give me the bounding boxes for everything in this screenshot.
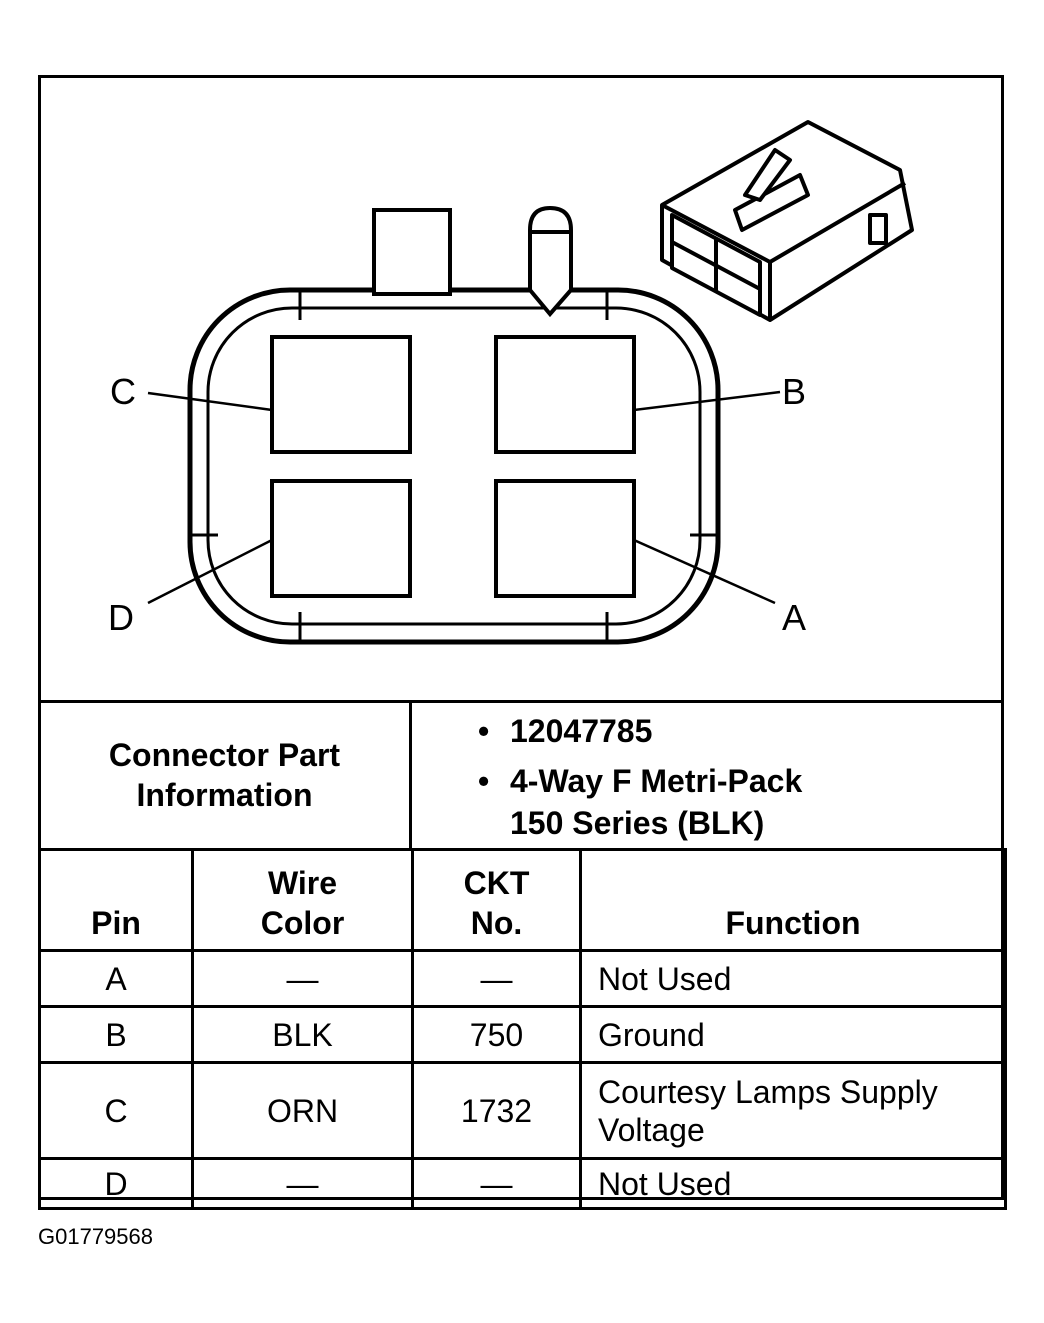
cavity-d (270, 479, 412, 598)
connector-type-line1: 4-Way F Metri-Pack (510, 763, 803, 799)
wire-color-cell: — (191, 1157, 414, 1210)
cavity-a (494, 479, 636, 598)
pin-label-a: A (782, 597, 807, 638)
pin-cell: A (38, 949, 194, 1008)
wire-color-cell: — (191, 949, 414, 1008)
table-row: A — — Not Used (38, 949, 1007, 1008)
ckt-cell: — (411, 1157, 582, 1210)
bullet-icon: • (478, 763, 490, 799)
pin-cell: B (38, 1005, 194, 1064)
info-details: • 12047785 • 4-Way F Metri-Pack 150 Seri… (478, 710, 802, 844)
header-pin: Pin (38, 848, 194, 952)
pin-label-d: D (108, 597, 134, 638)
part-number: 12047785 (510, 713, 653, 749)
pin-label-c: C (110, 371, 136, 412)
info-heading-line2: Information (136, 777, 313, 813)
bullet-icon: • (478, 713, 490, 749)
header-function: Function (579, 848, 1007, 952)
cavity-b (494, 335, 636, 454)
connector-drawing (147, 120, 914, 645)
pin-label-b: B (782, 371, 807, 412)
figure-id: G01779568 (38, 1224, 153, 1249)
info-heading-line1: Connector Part (108, 737, 341, 773)
ckt-cell: — (411, 949, 582, 1008)
pin-cavities (270, 335, 636, 598)
function-cell: Ground (579, 1005, 1007, 1064)
info-divider (409, 702, 412, 848)
connector-isometric-view (660, 120, 914, 322)
table-row: D — — Not Used (38, 1157, 1007, 1210)
connector-body (187, 287, 721, 645)
function-cell: Not Used (579, 949, 1007, 1008)
wire-color-cell: BLK (191, 1005, 414, 1064)
connector-type-line2: 150 Series (BLK) (510, 805, 765, 841)
connector-type-row: • 4-Way F Metri-Pack 150 Series (BLK) (478, 760, 802, 844)
locking-tab (372, 208, 452, 296)
wire-color-cell: ORN (191, 1061, 414, 1160)
connector-part-info: Connector Part Information • 12047785 • … (38, 702, 1004, 848)
table-row: B BLK 750 Ground (38, 1005, 1007, 1064)
function-cell: Not Used (579, 1157, 1007, 1210)
leader-lines (147, 390, 781, 605)
connector-face-diagram: C B D A (108, 120, 914, 645)
divider-line (38, 700, 1004, 703)
info-heading: Connector Part Information (38, 702, 411, 848)
polarization-key (528, 205, 573, 318)
cavity-c (270, 335, 412, 454)
part-number-row: • 12047785 (478, 710, 802, 752)
ckt-cell: 750 (411, 1005, 582, 1064)
pin-cell: C (38, 1061, 194, 1160)
pin-cell: D (38, 1157, 194, 1210)
ckt-cell: 1732 (411, 1061, 582, 1160)
